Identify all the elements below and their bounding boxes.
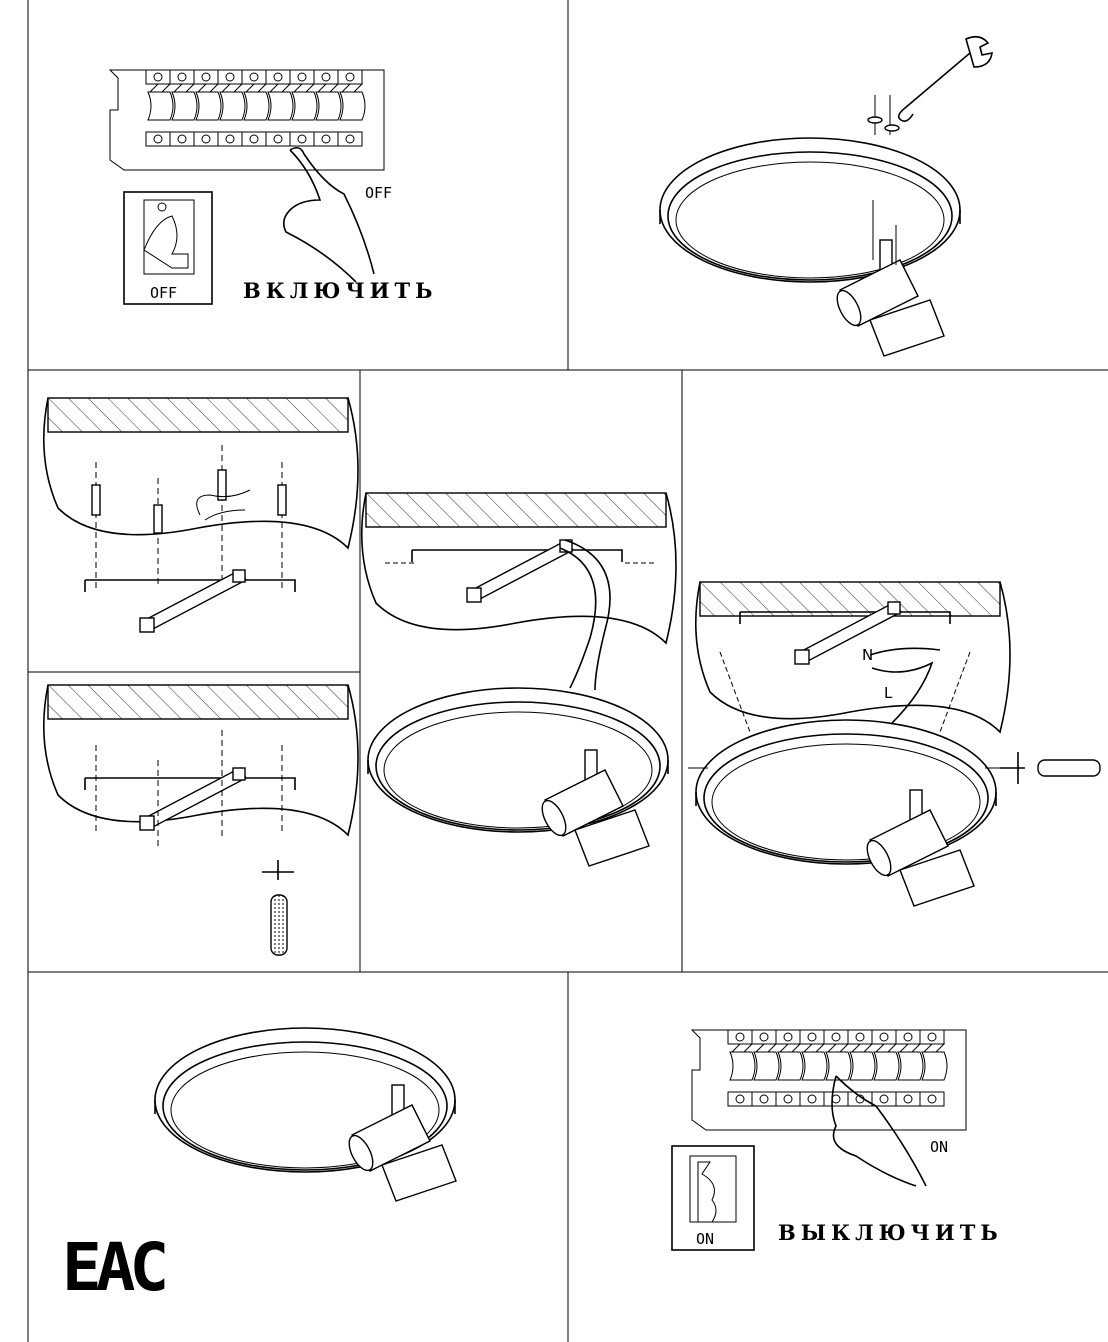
screwdriver-icon bbox=[1000, 752, 1101, 784]
neutral-wire-label: N bbox=[862, 646, 873, 664]
step-prepare-fixture bbox=[659, 35, 993, 357]
switch-on-instruction: ВКЛЮЧИТЬ bbox=[243, 278, 437, 303]
hand-icon bbox=[831, 1075, 927, 1187]
step-switch-off: OFF OFF ВКЛЮЧИТЬ bbox=[108, 69, 437, 305]
wrench-icon bbox=[897, 35, 993, 122]
step-mark-holes bbox=[42, 397, 359, 633]
switch-off-instruction: ВЫКЛЮЧИТЬ bbox=[778, 1220, 1003, 1245]
step-finished-fixture: EAC bbox=[62, 1027, 457, 1306]
hand-icon bbox=[282, 146, 375, 283]
live-wire-label: L bbox=[884, 684, 893, 702]
step-fix-bracket bbox=[42, 684, 359, 956]
breaker-panel bbox=[690, 1029, 967, 1131]
eac-certification-mark: EAC bbox=[62, 1229, 164, 1306]
step-mount-fixture: N L bbox=[688, 581, 1101, 907]
breaker-panel bbox=[108, 69, 385, 171]
single-switch-off: OFF bbox=[123, 191, 213, 305]
panel-off-label: OFF bbox=[365, 184, 392, 202]
screwdriver-icon bbox=[262, 860, 294, 956]
panel-on-label: ON bbox=[930, 1138, 948, 1156]
switch-on-label: ON bbox=[696, 1230, 714, 1248]
switch-off-label: OFF bbox=[150, 284, 177, 302]
panel-grid bbox=[27, 0, 1108, 1342]
single-switch-on: ON bbox=[671, 1145, 755, 1251]
step-switch-on: ON ON ВЫКЛЮЧИТЬ bbox=[671, 1029, 1003, 1251]
step-connect-wires bbox=[360, 492, 677, 867]
